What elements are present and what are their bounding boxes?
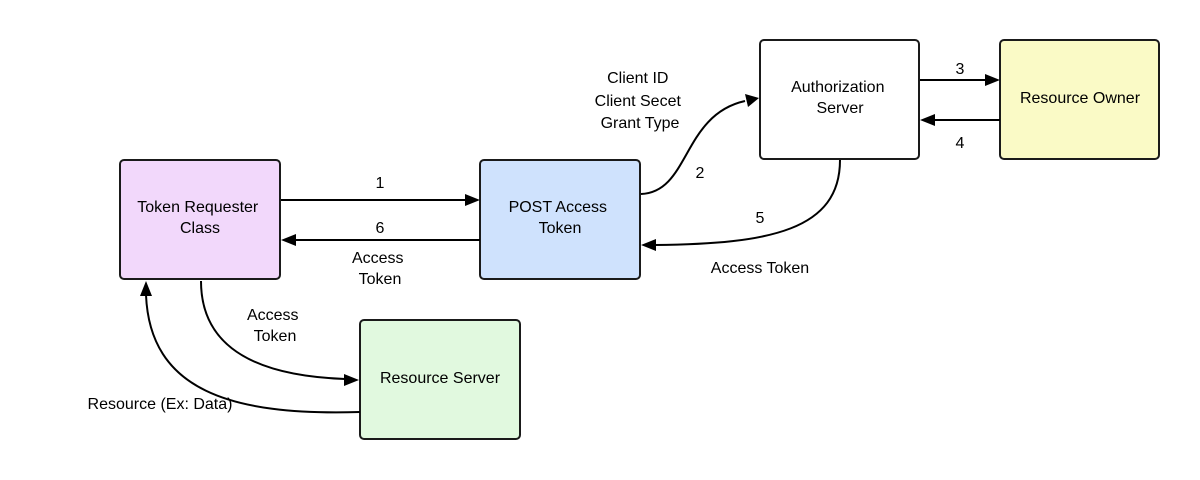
edge-5-arrowhead (641, 239, 656, 251)
edge-3-authorization-to-owner: 3 (920, 61, 1000, 86)
edge-6-access-token-label: Access Token (352, 250, 408, 288)
edge-6-step-label: 6 (376, 220, 385, 237)
edge-resource-server-to-requester: Resource (Ex: Data) (88, 281, 361, 414)
edge-2-line (640, 100, 746, 195)
resource-server-label: Resource Server (380, 370, 501, 387)
edge-1-step-label: 1 (376, 175, 385, 192)
edge-4-arrowhead (920, 114, 935, 126)
edge-1-arrowhead (465, 194, 480, 206)
edge-2-arrowhead (745, 94, 759, 107)
node-resource-server: Resource Server (359, 319, 521, 440)
authorization-server-box (759, 39, 920, 160)
node-resource-owner: Resource Owner (999, 39, 1160, 160)
token-requester-box (119, 159, 281, 280)
edge-6-post-to-requester: 6 Access Token (281, 220, 480, 288)
edge-2-step-label: 2 (696, 165, 705, 182)
edge-5-authorization-to-post: 5 Access Token (641, 159, 841, 277)
resource-owner-box (999, 39, 1160, 160)
edge-3-step-label: 3 (956, 61, 965, 78)
edge-resource-line (145, 294, 361, 414)
edge-resource-label: Resource (Ex: Data) (88, 396, 233, 413)
node-token-requester-class: Token Requester Class (119, 159, 281, 280)
edge-5-access-token-label: Access Token (711, 260, 809, 277)
edge-resource-arrowhead (140, 281, 152, 296)
resource-server-box (359, 319, 521, 440)
edge-5-step-label: 5 (756, 210, 765, 227)
resource-owner-label: Resource Owner (1020, 90, 1141, 107)
authorization-server-label: Authorization Server (791, 79, 889, 117)
edge-requester-to-resource-server: Access Token (200, 280, 359, 386)
edge-3-arrowhead (985, 74, 1000, 86)
token-requester-label: Token Requester Class (137, 199, 262, 237)
edge-6-arrowhead (281, 234, 296, 246)
edge-2-post-to-authorization: 2 Client ID Client Secet Grant Type (595, 70, 759, 195)
edge-1-requester-to-post: 1 (281, 175, 480, 206)
node-post-access-token: POST Access Token (479, 159, 641, 280)
edge-access-token-label: Access Token (247, 307, 303, 345)
post-access-token-box (479, 159, 641, 280)
edge-4-owner-to-authorization: 4 (920, 114, 1000, 152)
edge-access-token-line (200, 280, 346, 380)
edge-2-client-credentials-label: Client ID Client Secet Grant Type (595, 70, 686, 132)
edge-5-line (654, 159, 841, 246)
post-access-token-label: POST Access Token (509, 199, 612, 237)
node-authorization-server: Authorization Server (759, 39, 920, 160)
edge-access-token-arrowhead (344, 374, 359, 386)
edge-4-step-label: 4 (956, 135, 965, 152)
